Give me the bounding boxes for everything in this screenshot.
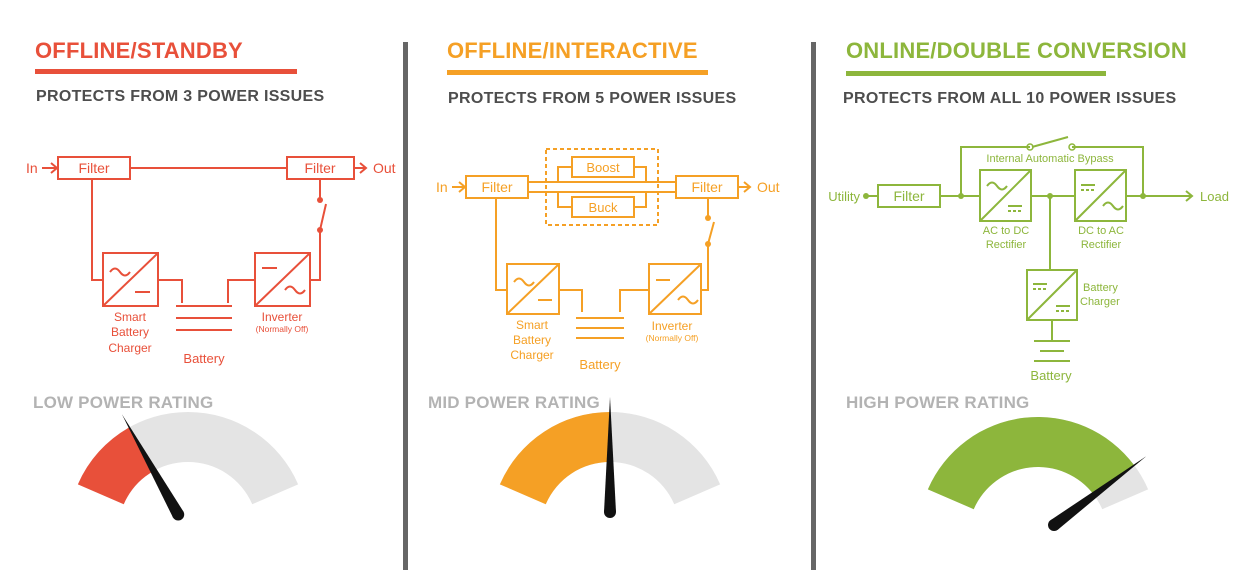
power-gauge [499,397,721,518]
inverter-note: (Normally Off) [256,324,309,334]
gauge-fill [927,417,1135,510]
battery-label: Battery [183,351,225,366]
utility-label: Utility [828,189,860,204]
title-underline [846,71,1106,76]
filter-out-label: Filter [691,179,722,195]
gauge-needle-hub [1048,519,1061,532]
gauge-needle [1050,456,1147,530]
boost-label: Boost [586,160,620,175]
filter-label: Filter [893,188,924,204]
panel-offline-interactive: OFFLINE/INTERACTIVE PROTECTS FROM 5 POWE… [410,0,813,587]
gauge-fill [77,427,154,505]
input-label: In [436,179,448,195]
title-underline [447,70,708,75]
gauge-needle [121,414,184,518]
charger-label-line1: Smart [516,318,549,332]
panel-subtitle: PROTECTS FROM 5 POWER ISSUES [448,90,737,107]
inverter-label-line1: DC to AC [1078,225,1124,237]
battery-label: Battery [1030,368,1072,383]
panel-divider [811,42,816,570]
panel-title: OFFLINE/INTERACTIVE [447,38,698,63]
gauge-needle-hub [604,506,616,518]
buck-label: Buck [589,200,618,215]
filter-out-label: Filter [304,160,335,176]
power-gauge [927,417,1149,532]
panel-title: OFFLINE/STANDBY [35,38,243,63]
inverter-label: Inverter [652,319,693,333]
boost-buck-frame [545,148,659,226]
charger-label-line1: Smart [114,310,147,324]
rectifier-label-line1: AC to DC [983,225,1030,237]
bypass-label: Internal Automatic Bypass [986,153,1114,165]
charger-label-line3: Charger [108,341,151,355]
interactive-circuit-diagram: In Filter Boost Buck Filter Out Smart Ba… [436,148,780,372]
charger-label-line3: Charger [510,348,553,362]
title-underline [35,69,297,74]
power-rating-label: MID POWER RATING [428,393,600,412]
rectifier-label-line2: Rectifier [986,239,1027,251]
gauge-needle-hub [172,508,185,521]
panel-subtitle: PROTECTS FROM ALL 10 POWER ISSUES [843,90,1177,107]
input-label: In [26,160,38,176]
panel-divider [403,42,408,570]
charger-label-line2: Battery [513,333,551,347]
output-label: Out [373,160,396,176]
battery-label: Battery [579,357,621,372]
charger-label-line1: Battery [1083,282,1118,294]
inverter-note: (Normally Off) [646,333,699,343]
panel-subtitle: PROTECTS FROM 3 POWER ISSUES [36,88,325,105]
charger-label-line2: Charger [1080,296,1120,308]
gauge-fill [499,412,610,505]
filter-in-label: Filter [481,179,512,195]
load-label: Load [1200,189,1229,204]
filter-in-label: Filter [78,160,109,176]
inverter-label-line2: Rectifier [1081,239,1122,251]
standby-circuit-diagram: In Filter Filter Out Smart Battery Charg… [26,156,396,366]
power-gauge [77,412,299,521]
panel-title: ONLINE/DOUBLE CONVERSION [846,38,1187,63]
online-circuit-diagram: Utility Filter Internal Automatic Bypass… [828,136,1229,383]
inverter-label: Inverter [262,310,303,324]
charger-label-line2: Battery [111,325,149,339]
panel-offline-standby: OFFLINE/STANDBY PROTECTS FROM 3 POWER IS… [0,0,405,587]
power-rating-label: LOW POWER RATING [33,393,214,412]
power-rating-label: HIGH POWER RATING [846,393,1030,412]
output-label: Out [757,179,780,195]
gauge-needle [604,397,616,512]
panel-online-double-conversion: ONLINE/DOUBLE CONVERSION PROTECTS FROM A… [818,0,1250,587]
